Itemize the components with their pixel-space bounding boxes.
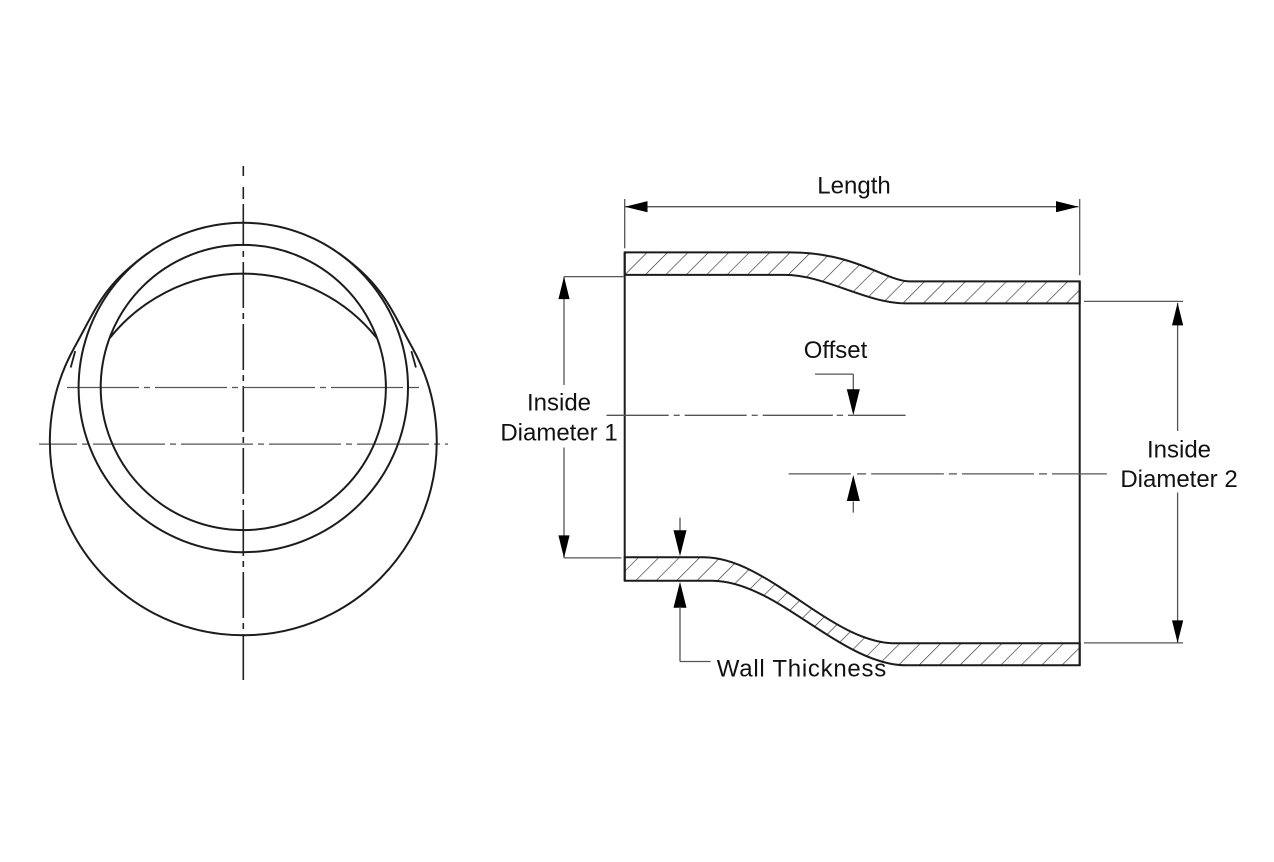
svg-text:Diameter 1: Diameter 1 [500,420,617,447]
svg-text:Inside: Inside [1147,437,1211,464]
svg-text:Inside: Inside [527,390,591,417]
svg-text:Length: Length [817,173,890,200]
svg-text:Diameter 2: Diameter 2 [1120,466,1237,493]
svg-text:Wall Thickness: Wall Thickness [717,655,887,682]
svg-text:Offset: Offset [804,337,868,364]
